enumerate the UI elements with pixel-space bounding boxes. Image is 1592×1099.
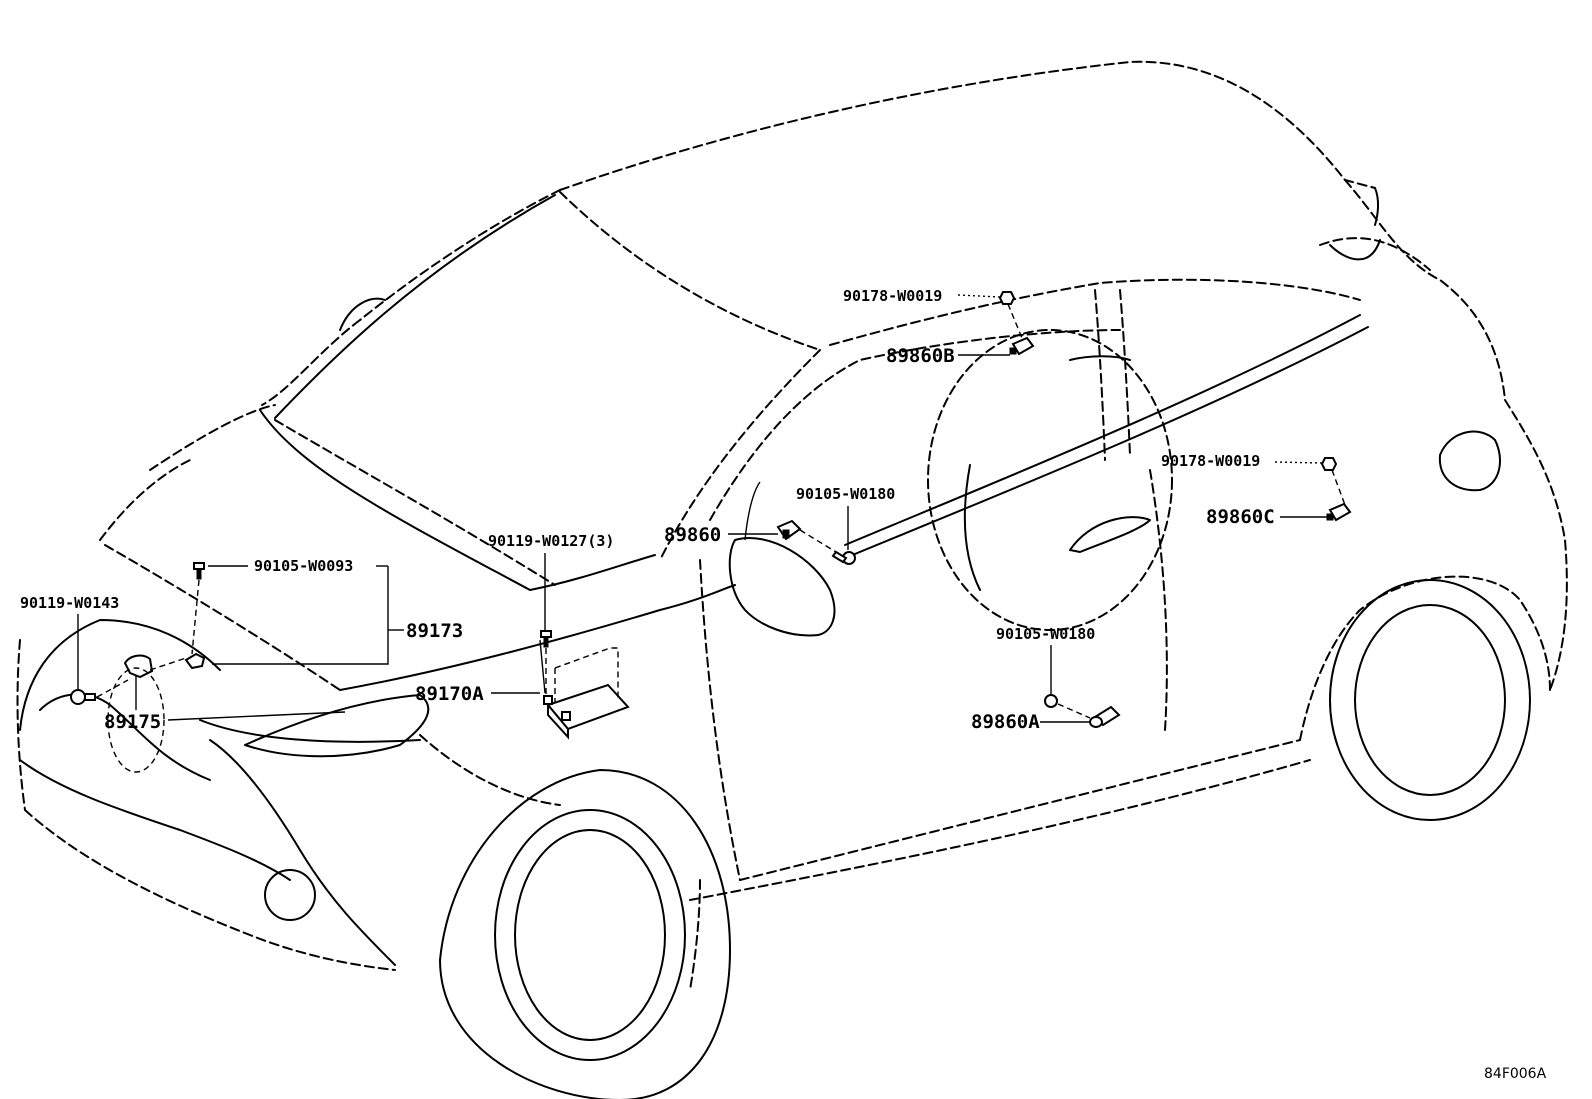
label-89170a: 89170A <box>415 683 484 705</box>
label-89860: 89860 <box>664 524 721 546</box>
label-89173: 89173 <box>406 620 463 642</box>
car-outline <box>16 60 1568 1099</box>
label-89860b: 89860B <box>886 345 955 367</box>
label-89860c: 89860C <box>1206 506 1275 528</box>
label-90105-w0093: 90105-W0093 <box>254 557 353 575</box>
part-glyphs <box>70 291 1352 740</box>
label-89860a: 89860A <box>971 711 1040 733</box>
figure-code: 84F006A <box>1484 1066 1547 1082</box>
label-90178-w0019-right: 90178-W0019 <box>1161 452 1260 470</box>
label-90119-w0143: 90119-W0143 <box>20 594 119 612</box>
label-90105-w0180-mirror: 90105-W0180 <box>796 485 895 503</box>
label-89175: 89175 <box>104 711 161 733</box>
label-90119-w0127: 90119-W0127(3) <box>488 532 614 550</box>
label-90105-w0180-door: 90105-W0180 <box>996 625 1095 643</box>
label-90178-w0019-top: 90178-W0019 <box>843 287 942 305</box>
leader-lines <box>77 294 1346 773</box>
